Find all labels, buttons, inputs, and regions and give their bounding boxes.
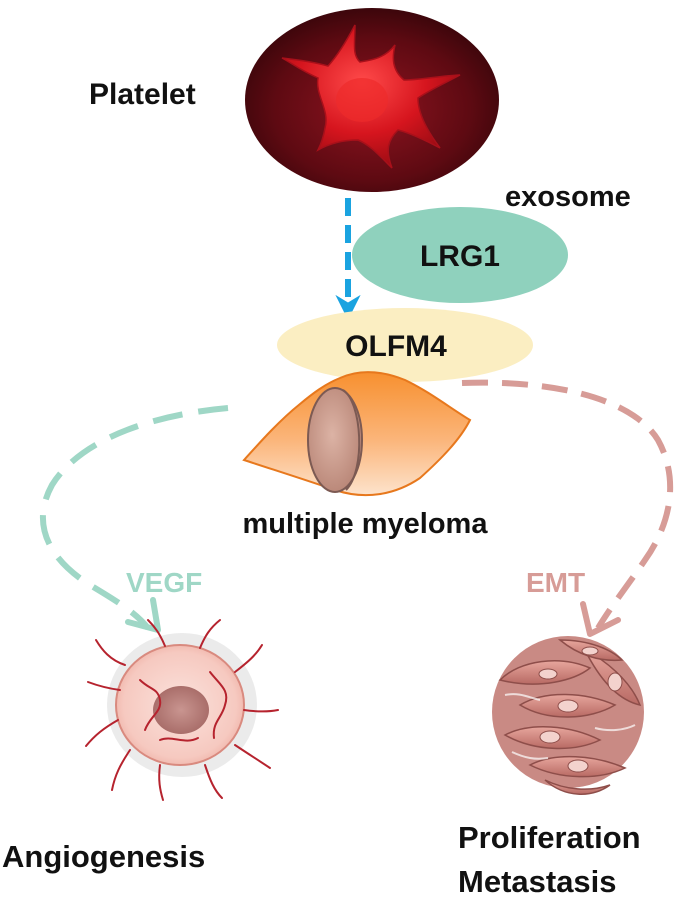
multiple-myeloma-label: multiple myeloma xyxy=(243,508,489,540)
exosome-label: exosome xyxy=(505,181,631,213)
myeloma-cell-icon xyxy=(242,371,472,497)
metastasis-arrowhead xyxy=(580,601,621,637)
olfm4-label: OLFM4 xyxy=(345,330,447,363)
lrg1-label: LRG1 xyxy=(420,240,500,273)
tumor-angiogenesis-icon xyxy=(85,619,279,801)
olfm4-shape xyxy=(277,308,533,382)
platelet-icon xyxy=(245,8,499,192)
lrg1-exosome-shape xyxy=(352,207,568,303)
emt-label: EMT xyxy=(526,567,585,598)
angiogenesis-arrowhead xyxy=(125,597,161,633)
myeloma-to-metastasis-arrow xyxy=(461,379,674,630)
metastatic-cells-icon xyxy=(492,636,644,795)
angiogenesis-label: Angiogenesis xyxy=(2,839,205,874)
myeloma-to-angiogenesis-arrow xyxy=(40,405,229,630)
vegf-label: VEGF xyxy=(126,567,202,598)
proliferation-label: Proliferation xyxy=(458,820,641,855)
platelet-label: Platelet xyxy=(89,78,196,111)
metastasis-label: Metastasis xyxy=(458,864,617,899)
